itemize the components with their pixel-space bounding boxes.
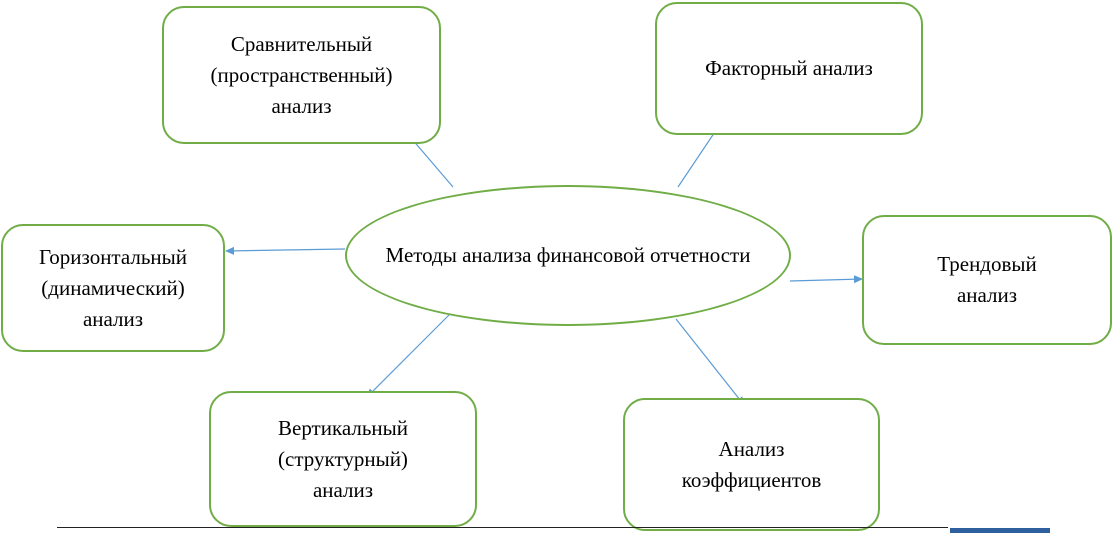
vertical-line-2: (структурный) [278, 446, 408, 471]
trend-line-1: Трендовый [937, 252, 1037, 276]
comparative-line-2: (пространственный) [210, 62, 393, 87]
bottom-divider [57, 527, 948, 528]
method-node-ratio: Анализ коэффициентов [623, 398, 880, 531]
arrow-to-horizontal [225, 246, 346, 255]
ratio-line-1: Анализ [718, 436, 785, 461]
horizontal-line-1: Горизонтальный [38, 244, 188, 269]
horizontal-line-3: анализ [82, 306, 144, 331]
vertical-line-1: Вертикальный [278, 415, 408, 440]
central-topic-ellipse: Методы анализа финансовой отчетности [345, 185, 791, 326]
horizontal-line-2: (динамический) [41, 275, 185, 300]
comparative-line-3: анализ [271, 93, 332, 118]
corner-accent-bar [950, 528, 1050, 533]
central-topic-line-2: финансовой отчетности [536, 243, 751, 267]
ratio-line-2: коэффициентов [681, 467, 822, 492]
method-node-trend: Трендовый анализ [862, 215, 1112, 345]
arrow-to-vertical [366, 314, 450, 398]
method-node-horizontal: Горизонтальный (динамический) анализ [1, 224, 225, 352]
arrow-to-ratio [675, 318, 745, 406]
vertical-line-3: анализ [312, 477, 374, 502]
trend-line-2: анализ [956, 283, 1018, 307]
method-node-vertical: Вертикальный (структурный) анализ [209, 391, 477, 527]
comparative-line-1: Сравнительный [230, 31, 373, 56]
method-node-factor: Факторный анализ [655, 2, 923, 135]
method-node-comparative: Сравнительный (пространственный) анализ [162, 6, 441, 144]
factor-line-1: Факторный анализ [705, 56, 873, 80]
central-topic-line-1: Методы анализа [385, 243, 532, 267]
arrow-to-trend [789, 275, 863, 284]
